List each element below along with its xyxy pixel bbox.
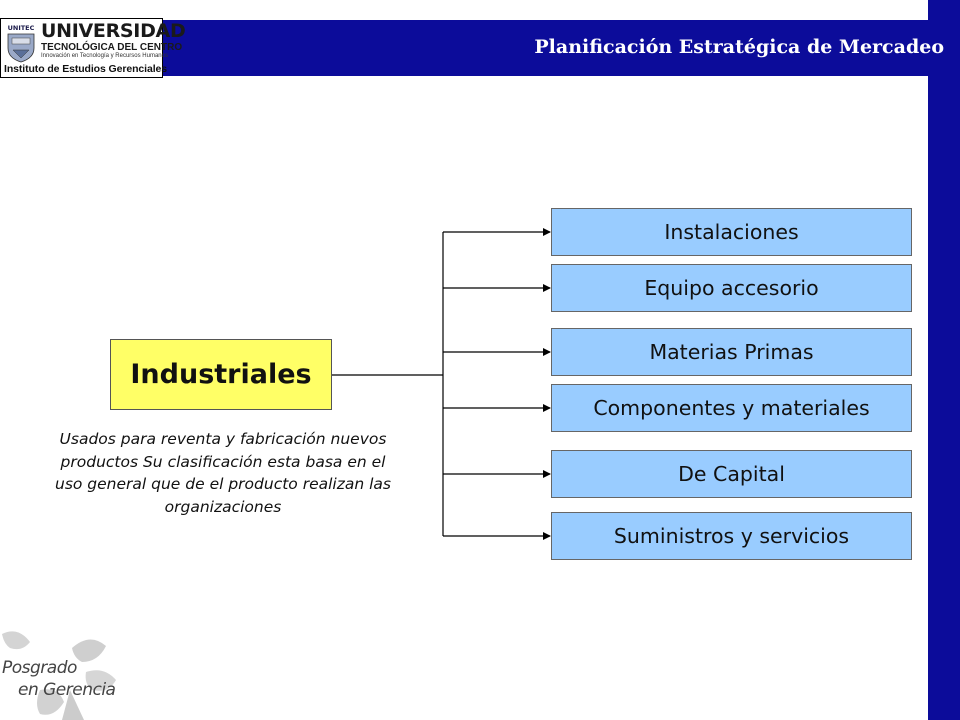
page-title: Planificación Estratégica de Mercadeo xyxy=(534,36,944,58)
posgrado-logo-subtext: en Gerencia xyxy=(18,680,116,700)
posgrado-logo-text: Posgrado xyxy=(2,658,77,678)
logo-institute-name: Instituto de Estudios Gerenciales xyxy=(4,63,167,75)
node-de-capital: De Capital xyxy=(551,450,912,498)
node-equipo-accesorio: Equipo accesorio xyxy=(551,264,912,312)
emblem-label: UNITEC xyxy=(8,24,35,32)
node-componentes-materiales: Componentes y materiales xyxy=(551,384,912,432)
university-logo: UNITEC UNIVERSIDAD TECNOLÓGICA DEL CENTR… xyxy=(0,18,186,78)
university-emblem-icon: UNITEC xyxy=(4,22,38,63)
root-description: Usados para reventa y fabricación nuevos… xyxy=(55,430,391,516)
posgrado-emblem-icon xyxy=(2,631,116,720)
node-suministros-servicios: Suministros y servicios xyxy=(551,512,912,560)
node-materias-primas: Materias Primas xyxy=(551,328,912,376)
logo-university-text: UNIVERSIDAD xyxy=(41,20,186,42)
logo-tagline: Innovación en Tecnología y Recursos Huma… xyxy=(41,53,168,59)
logo-university-name: TECNOLÓGICA DEL CENTRO xyxy=(41,42,183,53)
node-instalaciones: Instalaciones xyxy=(551,208,912,256)
posgrado-logo: Posgrado en Gerencia xyxy=(0,628,130,720)
right-side-bar xyxy=(928,0,960,720)
root-node-industriales: Industriales xyxy=(110,339,332,410)
